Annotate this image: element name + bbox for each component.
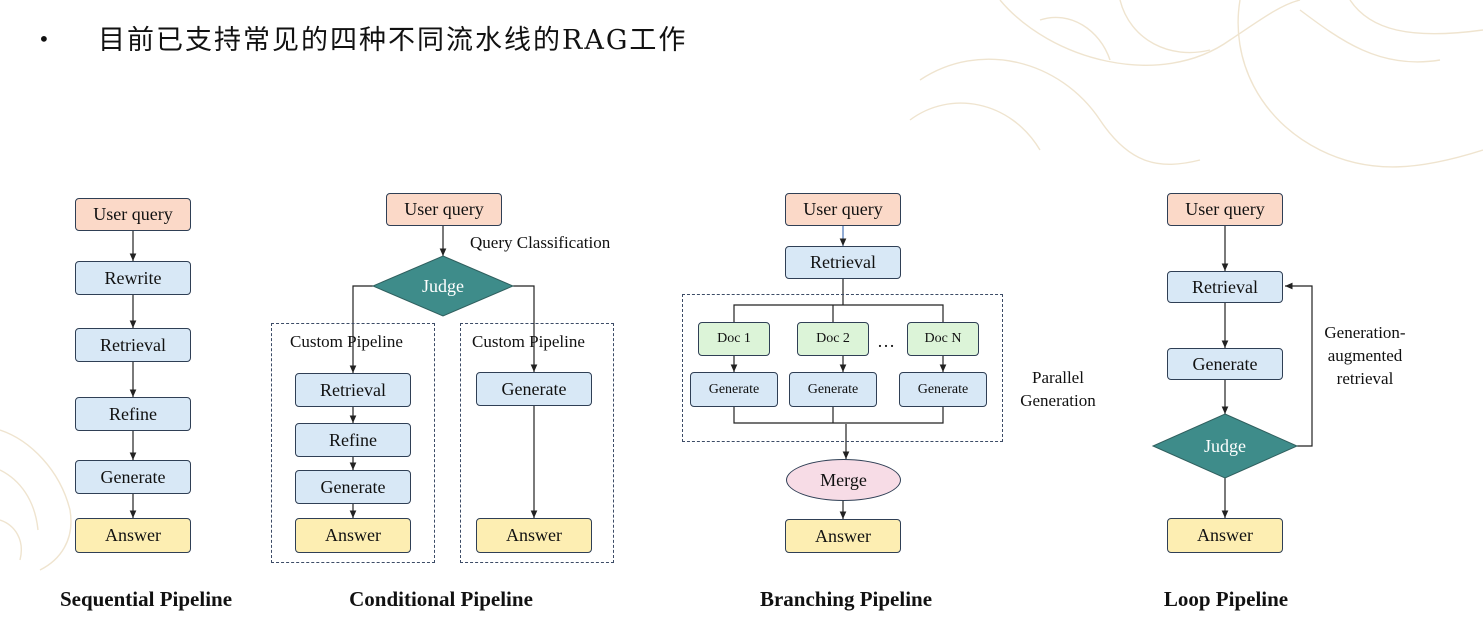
branch-doc-2: Doc 2: [797, 322, 869, 356]
branch-doc-1: Doc 1: [698, 322, 770, 356]
cond-arrow-right: [513, 285, 538, 372]
seq-caption: Sequential Pipeline: [59, 587, 233, 611]
branch-generate-2: Generate: [789, 372, 877, 407]
loop-caption: Loop Pipeline: [1163, 587, 1289, 611]
branch-caption: Branching Pipeline: [759, 587, 933, 611]
branch-generate-n: Generate: [899, 372, 987, 407]
cond-left-title: Custom Pipeline: [290, 332, 403, 351]
cond-arrow-left: [349, 285, 373, 373]
branch-merge: Merge: [786, 459, 901, 501]
loop-feedback-label: Generation- augmented retrieval: [1310, 321, 1420, 390]
judge-diamond-conditional: [371, 255, 515, 317]
seq-answer: Answer: [75, 518, 191, 553]
judge-label-conditional: Judge: [422, 276, 464, 296]
cond-caption: Conditional Pipeline: [349, 587, 533, 611]
loop-feedback-label-line2: augmented: [1327, 346, 1403, 365]
loop-generate: Generate: [1167, 348, 1283, 380]
loop-feedback-label-line3: retrieval: [1336, 369, 1394, 388]
branch-group-label-line2: Generation: [1020, 391, 1096, 410]
cond-right-title: Custom Pipeline: [472, 332, 585, 351]
cond-left-retrieval: Retrieval: [295, 373, 411, 407]
seq-step-retrieval: Retrieval: [75, 328, 191, 362]
branch-group-label-line1: Parallel: [1032, 368, 1084, 387]
branch-doc-n: Doc N: [907, 322, 979, 356]
branch-ellipsis: …: [877, 331, 895, 351]
cond-right-answer: Answer: [476, 518, 592, 553]
judge-label-loop: Judge: [1204, 436, 1246, 456]
loop-user-query: User query: [1167, 193, 1283, 226]
seq-step-generate: Generate: [75, 460, 191, 494]
seq-step-rewrite: Rewrite: [75, 261, 191, 295]
heading-text: 目前已支持常见的四种不同流水线的RAG工作: [98, 25, 688, 56]
heading-line: • 目前已支持常见的四种不同流水线的RAG工作: [38, 18, 687, 57]
loop-retrieval: Retrieval: [1167, 271, 1283, 303]
cond-left-refine: Refine: [295, 423, 411, 457]
branch-answer: Answer: [785, 519, 901, 553]
seq-step-refine: Refine: [75, 397, 191, 431]
cond-edge-label: Query Classification: [470, 233, 611, 252]
branch-parallel-group: [682, 294, 1003, 442]
bullet-icon: •: [38, 27, 52, 51]
judge-diamond-loop: [1151, 413, 1299, 479]
cond-left-generate: Generate: [295, 470, 411, 504]
cond-right-generate: Generate: [476, 372, 592, 406]
branch-generate-1: Generate: [690, 372, 778, 407]
branch-group-label: Parallel Generation: [1012, 366, 1104, 412]
cond-left-group: [271, 323, 435, 563]
loop-back-arrow: [1285, 282, 1313, 447]
loop-feedback-label-line1: Generation-: [1324, 323, 1406, 342]
cond-right-group: [460, 323, 614, 563]
branch-retrieval: Retrieval: [785, 246, 901, 279]
branch-user-query: User query: [785, 193, 901, 226]
seq-user-query: User query: [75, 198, 191, 231]
loop-answer: Answer: [1167, 518, 1283, 553]
cond-left-answer: Answer: [295, 518, 411, 553]
cond-user-query: User query: [386, 193, 502, 226]
